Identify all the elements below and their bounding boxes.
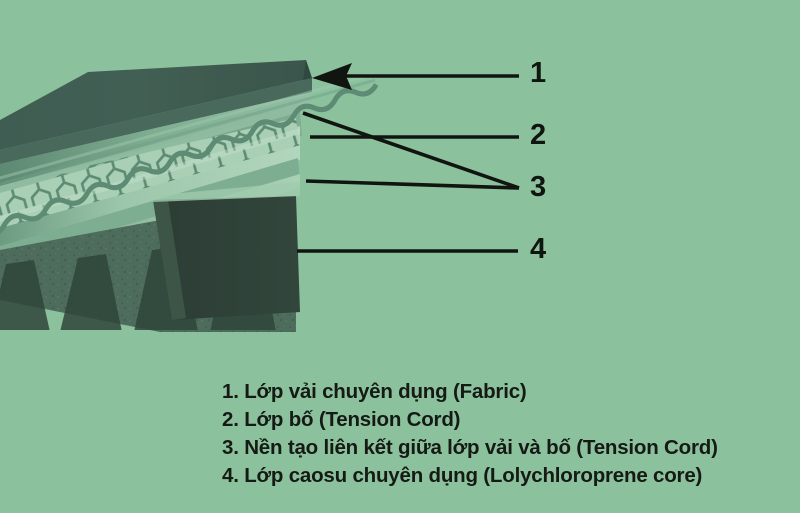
layer-legend-list: 1. Lớp vải chuyên dụng (Fabric) 2. Lớp b… [222, 378, 800, 490]
callout-number-3: 3 [530, 171, 547, 203]
fabric-cover-layer [0, 60, 312, 164]
corrugation-ridges [0, 72, 376, 253]
polychloroprene-core-body [0, 182, 300, 332]
legend-item-2: 2. Lớp bố (Tension Cord) [222, 408, 461, 431]
rib-scallops-lower [0, 83, 379, 321]
v-belt-cutaway-illustration [0, 60, 520, 332]
legend-item-3: 3. Nền tạo liên kết giữa lớp vải và bố (… [222, 436, 718, 459]
leader-arrowhead-1 [312, 63, 352, 90]
callout-leader-lines [297, 74, 520, 253]
callout-number-1: 1 [530, 57, 547, 89]
legend-item-4: 4. Lớp caosu chuyên dụng (Lolychloropren… [222, 464, 703, 487]
leader-line-3a [302, 111, 520, 190]
callout-number-4: 4 [530, 233, 547, 265]
callout-number-2: 2 [530, 119, 547, 151]
legend-item-1: 1. Lớp vải chuyên dụng (Fabric) [222, 380, 527, 403]
core-cross-section [153, 196, 300, 320]
leader-line-3b [305, 179, 520, 190]
